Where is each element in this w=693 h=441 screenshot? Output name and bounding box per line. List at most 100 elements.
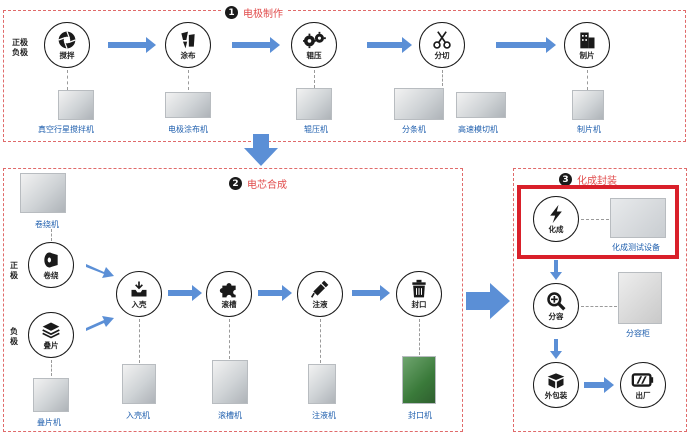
step-label: 分容 <box>548 312 564 321</box>
down-arrow <box>244 134 278 166</box>
step-label: 分切 <box>434 51 450 60</box>
step-label: 叠片 <box>43 341 59 350</box>
step-label: 涂布 <box>180 51 196 60</box>
electrode-panel <box>3 10 686 142</box>
section2-number: 2 <box>229 177 242 190</box>
machine-label: 卷绕机 <box>35 220 59 229</box>
merge-arrow <box>86 264 114 278</box>
bolt-icon <box>550 204 562 224</box>
section1-label: 电极制作 <box>243 9 283 20</box>
roll-icon <box>44 252 58 268</box>
flow-arrow <box>352 285 390 301</box>
step-rolling: 辊压 <box>291 22 337 68</box>
puzzle-icon <box>219 283 236 298</box>
machine-label: 辊压机 <box>304 125 328 134</box>
machine-label: 入壳机 <box>126 411 150 420</box>
step-shipping: 出厂 <box>620 362 666 408</box>
machine-label: 封口机 <box>408 411 432 420</box>
section3-label: 化成封装 <box>577 176 617 187</box>
step-label: 化成 <box>548 225 564 234</box>
step-sealing: 封口 <box>396 271 442 317</box>
flow-arrow <box>496 37 556 53</box>
section1-number: 1 <box>225 6 238 19</box>
building-icon <box>580 32 595 49</box>
flow-arrow <box>168 285 202 301</box>
formation-highlight <box>517 185 679 259</box>
step-mixing: 搅拌 <box>44 22 90 68</box>
machine-photo <box>308 364 336 404</box>
step-label: 滚槽 <box>221 300 237 309</box>
inbox-icon <box>131 281 147 297</box>
zoom-in-icon <box>547 292 566 311</box>
scissors-icon <box>433 31 451 49</box>
machine-label: 注液机 <box>312 411 336 420</box>
step-label: 注液 <box>312 300 328 309</box>
machine-photo <box>394 88 444 120</box>
flow-arrow <box>367 37 412 53</box>
merge-arrow <box>86 316 114 331</box>
section2-title: 2 电芯合成 <box>226 176 290 191</box>
machine-photo <box>618 272 662 324</box>
machine-photo <box>20 173 66 213</box>
trash-icon <box>412 279 426 298</box>
battery-icon <box>631 373 654 387</box>
flow-arrow-down <box>550 260 562 280</box>
step-label: 制片 <box>579 51 595 60</box>
positive-label: 正极 <box>10 261 18 280</box>
flow-arrow <box>584 377 614 393</box>
formation-panel <box>513 168 687 432</box>
step-sheet: 制片 <box>564 22 610 68</box>
machine-label: 制片机 <box>577 125 601 134</box>
section3-title: 3 化成封装 <box>556 172 620 187</box>
step-label: 入壳 <box>131 300 147 309</box>
step-winding: 卷绕 <box>28 242 74 288</box>
flow-arrow <box>258 285 292 301</box>
step-casing: 入壳 <box>116 271 162 317</box>
machine-photo <box>58 90 94 120</box>
machine-label: 化成测试设备 <box>612 243 660 252</box>
step-packaging: 外包装 <box>533 362 579 408</box>
step-label: 搅拌 <box>59 51 75 60</box>
step-slitting: 分切 <box>419 22 465 68</box>
section1-title: 1 电极制作 <box>222 5 286 20</box>
step-coating: 涂布 <box>165 22 211 68</box>
machine-label: 分条机 <box>402 125 426 134</box>
syringe-icon <box>310 280 329 298</box>
gears-icon <box>303 31 326 49</box>
machine-label: 电极涂布机 <box>168 125 208 134</box>
layers-icon <box>42 322 60 339</box>
machine-photo <box>165 92 211 118</box>
machine-label: 叠片机 <box>37 418 61 427</box>
step-label: 出厂 <box>635 391 651 400</box>
flow-arrow <box>108 37 156 53</box>
step-label: 卷绕 <box>43 271 59 280</box>
step-label: 封口 <box>411 300 427 309</box>
coating-icon <box>181 31 195 49</box>
aperture-icon <box>58 31 76 49</box>
machine-label: 分容柜 <box>626 329 650 338</box>
cell-assembly-panel <box>3 168 463 432</box>
machine-label: 滚槽机 <box>218 411 242 420</box>
right-arrow <box>466 283 510 319</box>
machine-photo <box>212 360 248 404</box>
step-filling: 注液 <box>297 271 343 317</box>
section2-label: 电芯合成 <box>247 180 287 191</box>
pos-neg-label: 正极负极 <box>12 38 28 57</box>
step-stacking: 叠片 <box>28 312 74 358</box>
machine-photo <box>610 198 666 238</box>
machine-photo <box>572 90 604 120</box>
machine-label: 高速模切机 <box>458 125 498 134</box>
step-formation: 化成 <box>533 196 579 242</box>
machine-photo <box>402 356 436 404</box>
machine-photo <box>122 364 156 404</box>
flow-arrow-down <box>550 339 562 359</box>
machine-photo <box>33 378 69 412</box>
step-label: 辊压 <box>306 51 322 60</box>
machine-photo <box>456 92 506 118</box>
box-icon <box>547 373 565 389</box>
step-label: 外包装 <box>544 391 568 400</box>
machine-label: 真空行星搅拌机 <box>38 125 94 134</box>
negative-label: 负极 <box>10 327 18 346</box>
flow-arrow <box>232 37 280 53</box>
section3-number: 3 <box>559 173 572 186</box>
